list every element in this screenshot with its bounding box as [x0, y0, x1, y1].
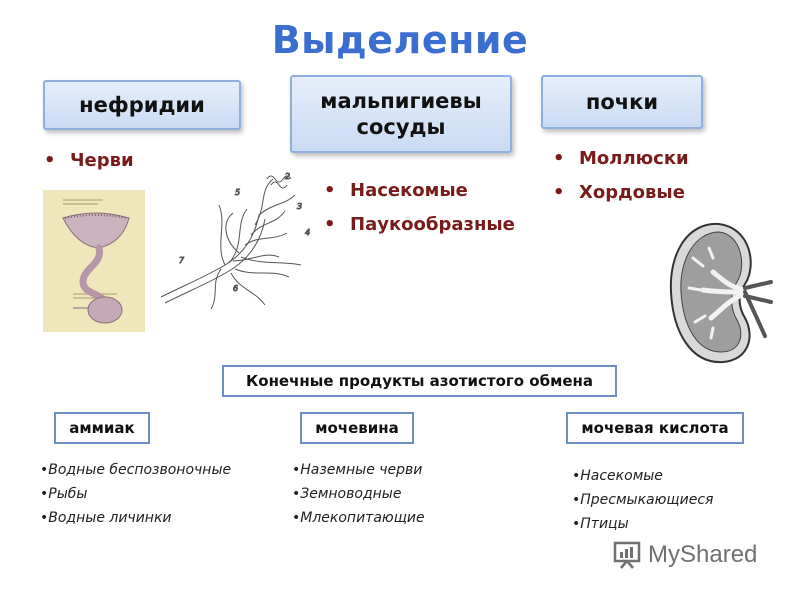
box-nephridia: нефридии: [43, 80, 241, 130]
box-ammonia-label: аммиак: [69, 419, 135, 437]
svg-text:4: 4: [305, 228, 310, 237]
kidney-illustration: [665, 218, 773, 368]
presentation-board-icon: [613, 541, 641, 569]
box-malpighian-tubules: мальпигиевы сосуды: [290, 75, 512, 153]
svg-text:2: 2: [285, 172, 290, 181]
box-urea: мочевина: [300, 412, 414, 444]
list-item: •Рыбы: [40, 486, 88, 502]
svg-text:5: 5: [235, 188, 240, 197]
list-item: Хордовые: [553, 176, 689, 210]
list-item: Паукообразные: [324, 208, 515, 242]
box-malpighian-tubules-label: мальпигиевы сосуды: [320, 89, 482, 139]
kidney-drawing: [669, 222, 773, 364]
list-item: Моллюски: [553, 142, 689, 176]
svg-text:7: 7: [179, 256, 185, 265]
box-uric-acid-label: мочевая кислота: [581, 419, 729, 437]
nitrogen-heading: Конечные продукты азотистого обмена: [246, 372, 593, 390]
malpighian-drawing: 5 2 3 4 7 6: [160, 172, 311, 310]
box-nephridia-label: нефридии: [79, 93, 205, 117]
list-item: •Птицы: [572, 516, 629, 532]
malpighian-list: Насекомые Паукообразные: [324, 174, 515, 242]
list-item: Насекомые: [324, 174, 515, 208]
page-title: Выделение: [271, 18, 529, 62]
box-kidneys-label: почки: [585, 90, 659, 114]
nephridium-drawing: [43, 190, 145, 332]
list-item: •Водные личинки: [40, 510, 172, 526]
list-item: •Водные беспозвоночные: [40, 462, 232, 478]
svg-text:3: 3: [297, 202, 302, 211]
watermark: MyShared: [612, 540, 757, 570]
list-item: •Пресмыкающиеся: [572, 492, 714, 508]
list-item: Черви: [44, 144, 134, 178]
list-item: •Насекомые: [572, 468, 663, 484]
uric-acid-list: •Насекомые •Пресмыкающиеся •Птицы: [572, 464, 713, 536]
box-ammonia: аммиак: [54, 412, 150, 444]
box-uric-acid: мочевая кислота: [566, 412, 744, 444]
nitrogen-heading-box: Конечные продукты азотистого обмена: [222, 365, 617, 397]
list-item: •Млекопитающие: [292, 510, 425, 526]
nephridium-illustration: [43, 190, 145, 332]
list-item: •Земноводные: [292, 486, 402, 502]
malpighian-tubules-illustration: 5 2 3 4 7 6: [155, 165, 315, 315]
box-urea-label: мочевина: [315, 419, 399, 437]
watermark-text: MyShared: [648, 541, 758, 568]
box-kidneys: почки: [541, 75, 703, 129]
urea-list: •Наземные черви •Земноводные •Млекопитаю…: [292, 458, 425, 530]
ammonia-list: •Водные беспозвоночные •Рыбы •Водные лич…: [40, 458, 231, 530]
list-item: •Наземные черви: [292, 462, 423, 478]
kidneys-list: Моллюски Хордовые: [553, 142, 689, 210]
nephridia-list: Черви: [44, 144, 134, 178]
svg-text:6: 6: [233, 284, 238, 293]
